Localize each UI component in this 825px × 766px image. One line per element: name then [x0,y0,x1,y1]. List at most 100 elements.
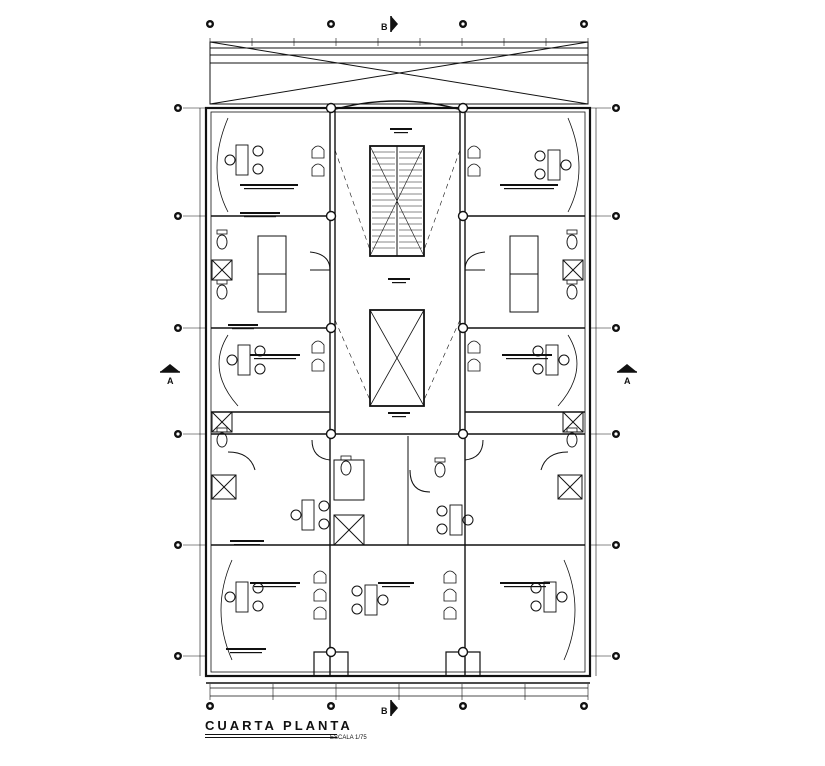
toilet-tank [216,427,228,433]
room-label-mark [500,184,558,186]
plan-title: CUARTA PLANTA [205,718,353,733]
desk-chair-icon [226,354,238,366]
column-icon [457,322,469,334]
waiting-chair-icon [311,340,325,354]
desk-chair-icon [224,591,236,603]
desk-chair-icon [351,603,363,615]
grid-bubble-center [176,326,180,330]
waiting-chair-icon [311,163,325,177]
waiting-chair-icon [313,570,327,584]
grid-bubble-center [329,22,333,26]
desk-chair-icon [436,505,448,517]
grid-bubble-center [329,704,333,708]
elevator-shaft [369,309,425,407]
toilet-tank [566,229,578,235]
column-icon [325,428,337,440]
toilet-icon [434,462,446,478]
toilet-tank [434,457,446,463]
grid-bubble-center [614,432,618,436]
column-icon [457,210,469,222]
grid-bubble-center [582,22,586,26]
room-label-mark [234,544,260,546]
column-icon [325,322,337,334]
grid-bubble-center [461,22,465,26]
desk [449,504,463,536]
section-arrow-icon [391,16,398,32]
entrance-arc [331,100,463,111]
grid-bubble-center [176,543,180,547]
grid-bubble-center [176,106,180,110]
toilet-icon [216,432,228,448]
toilet-icon [216,234,228,250]
column-icon [457,102,469,114]
title-underline [205,734,337,735]
desk-chair-icon [558,354,570,366]
desk [547,149,561,181]
plan-scale: ESCALA 1/75 [330,735,367,741]
room-label-mark [244,188,294,190]
desk-chair-icon [351,585,363,597]
section-arrow-icon [391,700,398,716]
toilet-tank [216,229,228,235]
desk-chair-icon [252,145,264,157]
desk-chair-icon [290,509,302,521]
grid-bubble-center [614,214,618,218]
grid-bubble-center [614,543,618,547]
desk-chair-icon [436,523,448,535]
desk-chair-icon [318,518,330,530]
room-label-mark [390,128,412,130]
desk [237,344,251,376]
lower-bath-left [333,459,365,501]
top-dimension-frame [209,41,589,105]
desk-chair-icon [252,582,264,594]
column-icon [457,646,469,658]
desk [235,581,249,613]
column-icon [325,646,337,658]
column-icon [457,428,469,440]
toilet-tank [566,427,578,433]
desk [235,144,249,176]
room-label-mark [500,582,550,584]
toilet-icon [566,432,578,448]
room-label-mark [240,184,298,186]
room-label-mark [388,278,410,280]
room-label-mark [504,586,546,588]
shaft-right-3 [557,474,583,500]
grid-bubble-center [176,654,180,658]
waiting-chair-icon [467,145,481,159]
desk-chair-icon [532,363,544,375]
room-label-mark [230,540,264,542]
grid-bubble-center [614,654,618,658]
room-label-mark [228,324,258,326]
room-label-mark [502,354,552,356]
grid-bubble-center [208,704,212,708]
room-label-mark [504,188,554,190]
waiting-chair-icon [313,606,327,620]
grid-bubble-center [614,326,618,330]
room-label-mark [230,652,262,654]
room-label-mark [250,582,300,584]
waiting-chair-icon [443,606,457,620]
desk-chair-icon [252,600,264,612]
column-icon [325,210,337,222]
room-label-mark [226,648,266,650]
room-label-mark [240,212,280,214]
grid-bubble-center [176,214,180,218]
grid-bubble-center [461,704,465,708]
grid-bubble-center [582,704,586,708]
room-label-mark [394,132,408,134]
room-label-mark [392,416,406,418]
room-label-mark [382,586,410,588]
room-label-mark [232,328,254,330]
toilet-icon [216,284,228,300]
waiting-chair-icon [467,163,481,177]
waiting-chair-icon [467,358,481,372]
desk-chair-icon [556,591,568,603]
title-underline-2 [205,737,337,738]
room-label-mark [254,586,296,588]
room-label-mark [392,282,406,284]
grid-bubble-center [176,432,180,436]
room-label-mark [254,358,296,360]
desk-chair-icon [377,594,389,606]
